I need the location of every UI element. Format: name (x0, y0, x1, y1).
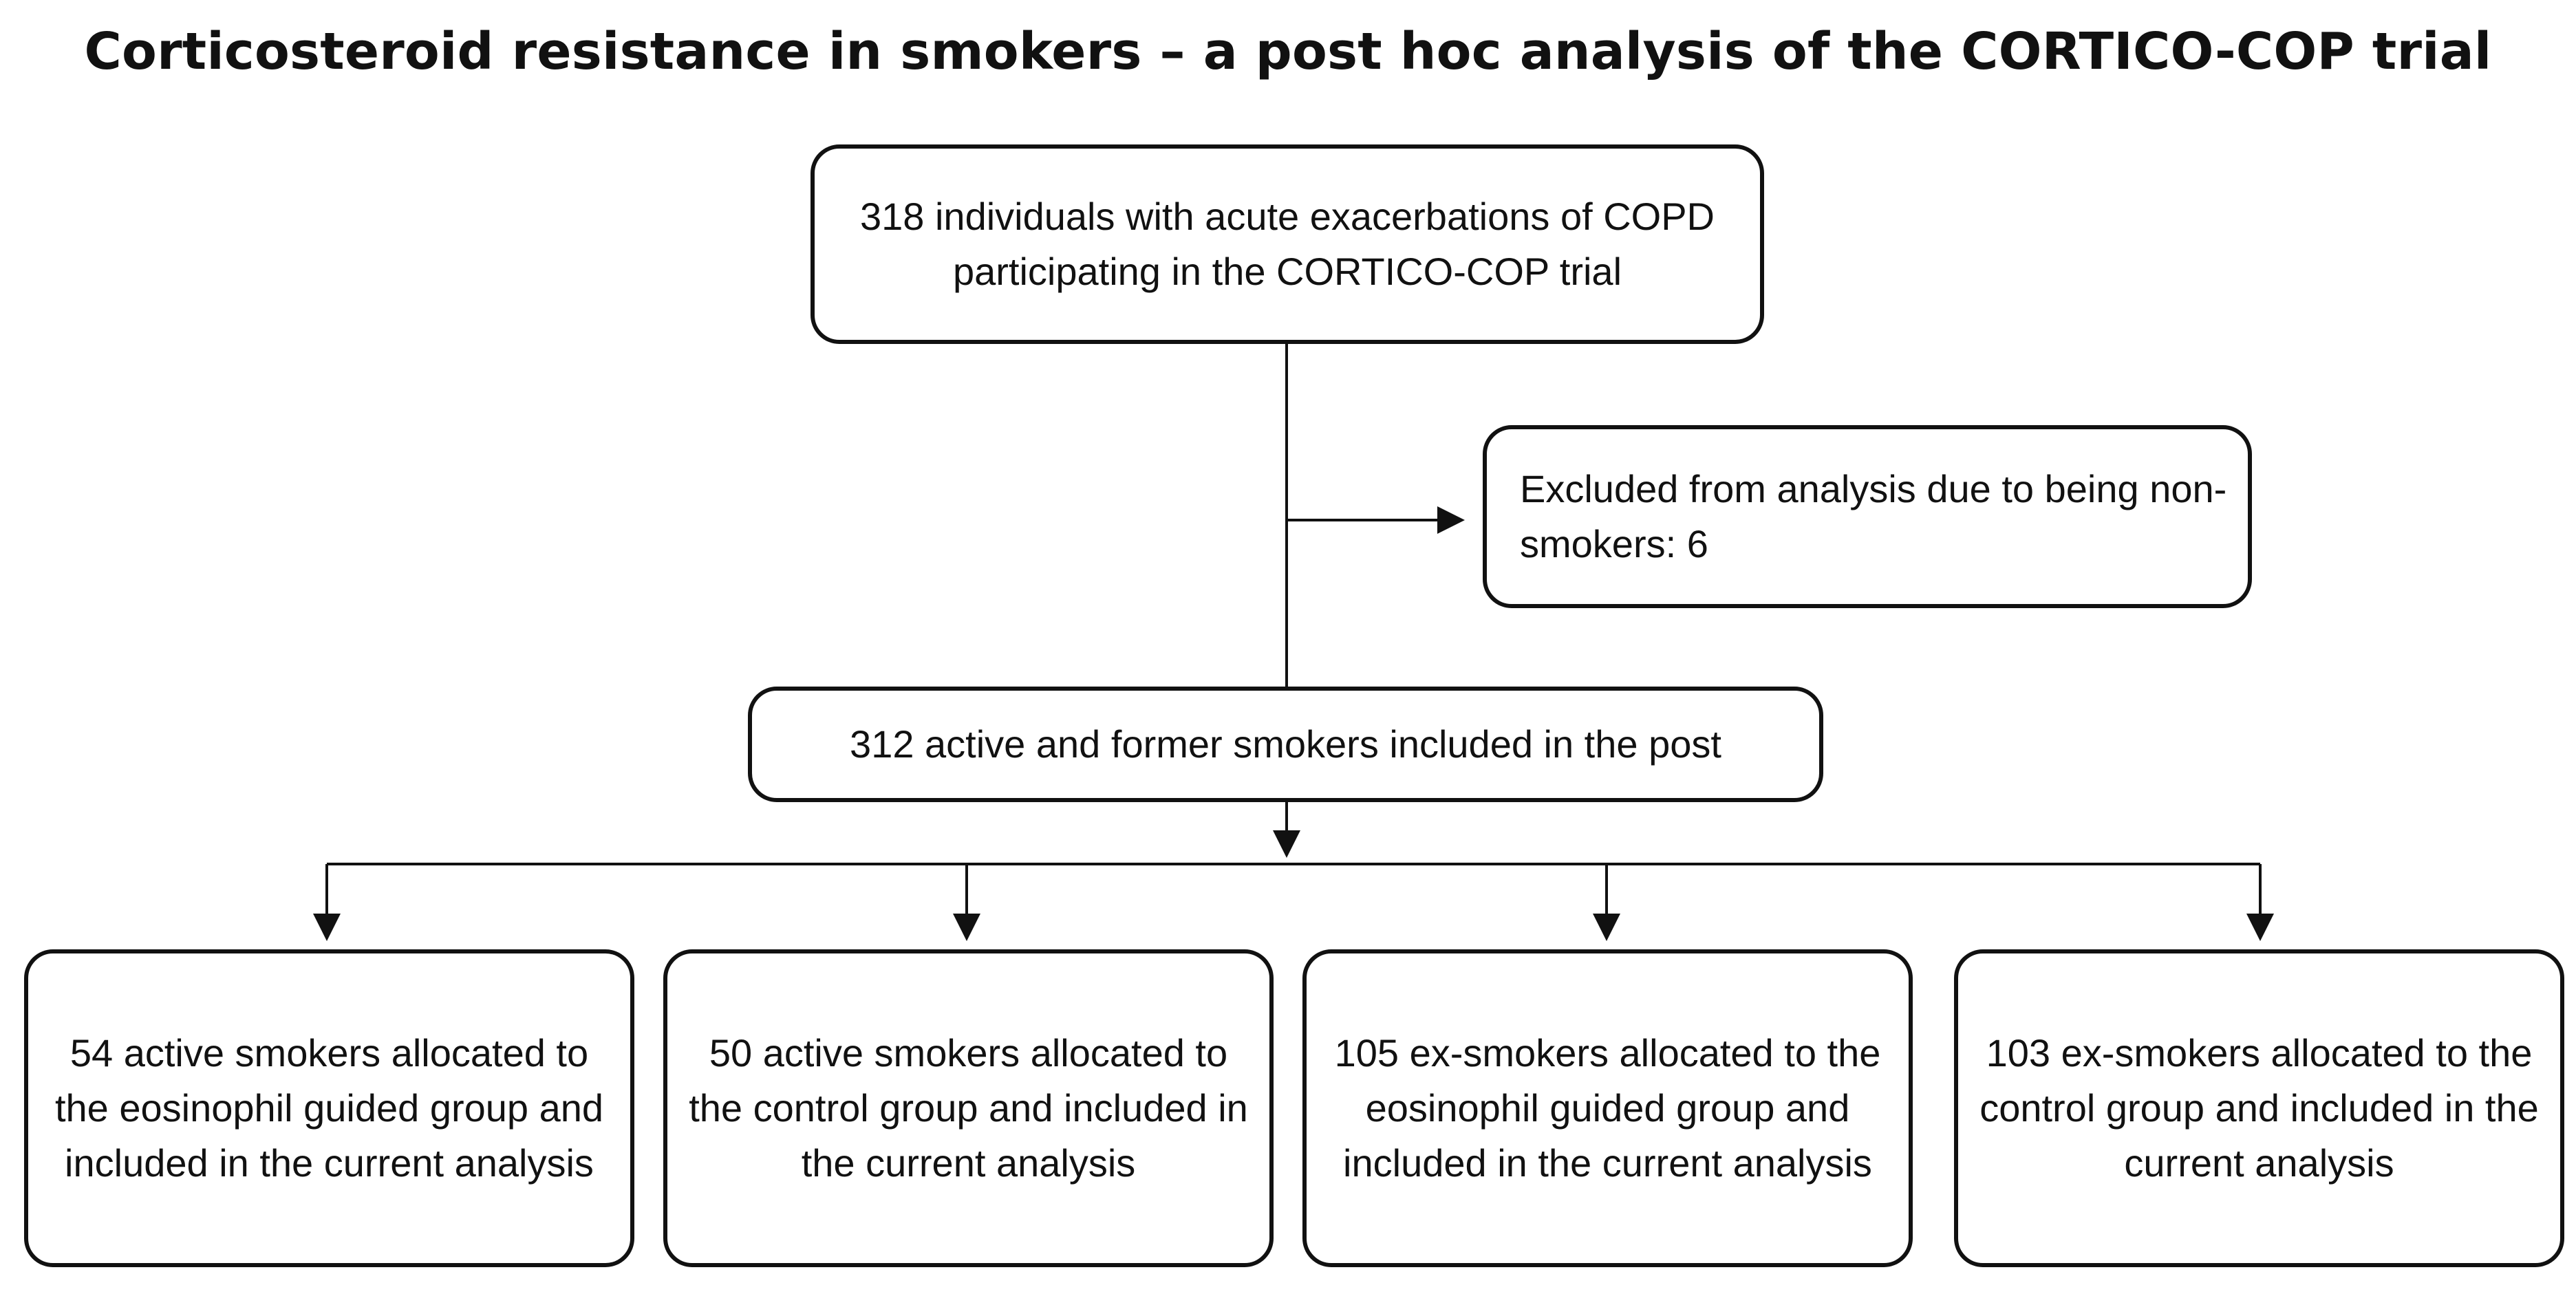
excluded-box: Excluded from analysis due to being non-… (1483, 425, 2252, 608)
group-text-active-eosinophil: 54 active smokers allocated to the eosin… (54, 1031, 604, 1185)
group-box-ex-eosinophil: 105 ex-smokers allocated to the eosinoph… (1302, 949, 1913, 1267)
diagram-title: Corticosteroid resistance in smokers – a… (84, 22, 2492, 81)
group-box-active-control: 50 active smokers allocated to the contr… (663, 949, 1274, 1267)
group-text-ex-control: 103 ex-smokers allocated to the control … (1979, 1031, 2539, 1185)
group-text-active-control: 50 active smokers allocated to the contr… (689, 1031, 1248, 1185)
group-box-active-eosinophil: 54 active smokers allocated to the eosin… (24, 949, 634, 1267)
included-smokers-box: 312 active and former smokers included i… (748, 687, 1823, 802)
included-smokers-text: 312 active and former smokers included i… (850, 722, 1721, 766)
group-text-ex-eosinophil: 105 ex-smokers allocated to the eosinoph… (1334, 1031, 1881, 1185)
group-box-ex-control: 103 ex-smokers allocated to the control … (1954, 949, 2564, 1267)
total-participants-text: 318 individuals with acute exacerbations… (859, 195, 1715, 293)
excluded-text: Excluded from analysis due to being non-… (1520, 467, 2227, 565)
total-participants-box: 318 individuals with acute exacerbations… (811, 144, 1764, 344)
